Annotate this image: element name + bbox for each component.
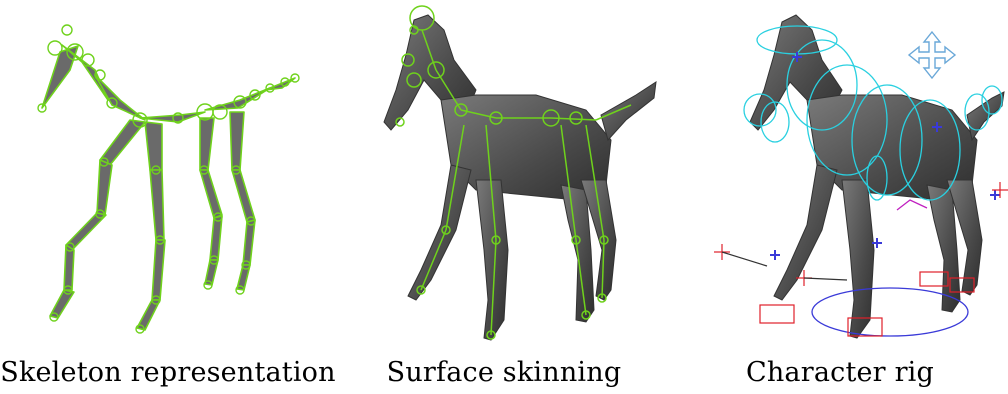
front2-upper-leg — [145, 122, 162, 170]
pole-vector-line — [897, 200, 927, 210]
front-lower-leg — [97, 160, 112, 215]
skinning-panel: Surface skinning — [336, 0, 672, 394]
hind2-lower-leg — [232, 170, 255, 222]
skeleton-panel: Skeleton representation — [0, 0, 336, 394]
hind-lower-leg — [200, 170, 222, 218]
skeleton-figure — [0, 0, 336, 350]
panel-caption: Skeleton representation — [0, 357, 336, 388]
panel-caption: Character rig — [672, 357, 1008, 388]
hind-cannon-bone — [210, 216, 222, 260]
hind2-upper-leg — [230, 112, 244, 170]
rig-horse-body — [750, 15, 1004, 338]
front-pastern-bone — [64, 245, 74, 290]
front-hoof-bone — [50, 290, 74, 318]
rig-panel: Character rig — [672, 0, 1008, 394]
front2-cannon-bone — [152, 240, 165, 300]
root-control-circle — [812, 288, 968, 336]
hind-upper-leg — [200, 118, 214, 170]
skinned-horse-figure — [336, 0, 672, 350]
panel-caption: Surface skinning — [336, 357, 672, 388]
skull-bone — [42, 46, 78, 108]
move-arrows-icon — [909, 32, 955, 78]
front2-lower-leg — [150, 170, 164, 240]
rigged-horse-figure — [672, 0, 1008, 350]
hind2-cannon-bone — [243, 220, 255, 265]
joint-markers — [38, 25, 299, 333]
